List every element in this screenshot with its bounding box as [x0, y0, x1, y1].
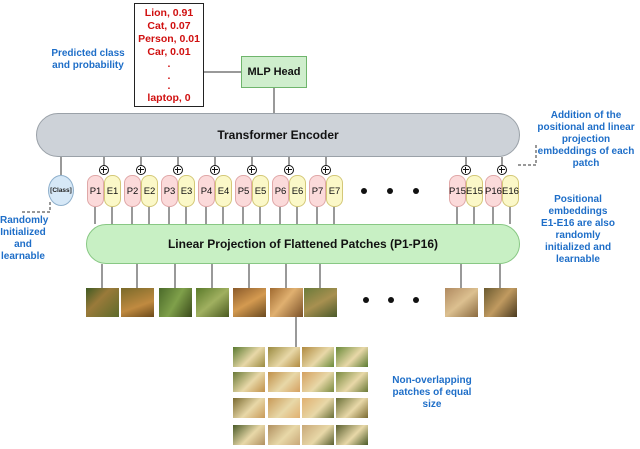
image-patch	[86, 288, 119, 317]
ellipsis-dot	[413, 297, 419, 303]
grid-patch	[336, 398, 368, 418]
grid-patch	[268, 347, 300, 367]
ellipsis-dot	[387, 188, 393, 194]
grid-patch	[302, 425, 334, 445]
prediction-dot: .	[167, 80, 171, 92]
grid-patch	[336, 372, 368, 392]
embedding-token: E16	[502, 175, 519, 207]
prediction-laptop: laptop, 0	[147, 92, 191, 104]
ellipsis-dot	[361, 188, 367, 194]
ellipsis-dot	[363, 297, 369, 303]
ellipsis-dot	[413, 188, 419, 194]
plus-icon	[497, 165, 507, 175]
prediction-lion: Lion, 0.91	[144, 7, 194, 19]
grid-patch	[268, 425, 300, 445]
patch-token: P4	[198, 175, 215, 207]
patch-token: P2	[124, 175, 141, 207]
grid-patch	[336, 347, 368, 367]
plus-icon	[321, 165, 331, 175]
ellipsis-dot	[388, 297, 394, 303]
addition-annotation: Addition of the positional and linear pr…	[537, 110, 635, 169]
grid-patch	[302, 398, 334, 418]
embedding-token: E2	[141, 175, 158, 207]
positional-annotation: Positional embeddings E1-E16 are also ra…	[541, 194, 615, 265]
grid-patch	[268, 372, 300, 392]
plus-icon	[136, 165, 146, 175]
predicted-class-label: Predicted class and probability	[51, 48, 125, 71]
random-annotation: Randomly Initialized and learnable	[0, 215, 49, 262]
embedding-token: E6	[289, 175, 306, 207]
prediction-cat: Cat, 0.07	[147, 20, 191, 32]
image-patch	[233, 288, 266, 317]
plus-icon	[247, 165, 257, 175]
patch-token: P6	[272, 175, 289, 207]
patch-token: P1	[87, 175, 104, 207]
image-patch	[196, 288, 229, 317]
patch-token: P16	[485, 175, 502, 207]
prediction-dot: .	[167, 70, 171, 82]
grid-patch	[233, 398, 265, 418]
grid-patch	[268, 398, 300, 418]
mlp-head: MLP Head	[241, 56, 307, 88]
transformer-encoder: Transformer Encoder	[36, 113, 520, 157]
grid-patch	[336, 425, 368, 445]
plus-icon	[99, 165, 109, 175]
grid-patch	[233, 372, 265, 392]
plus-icon	[210, 165, 220, 175]
embedding-token: E4	[215, 175, 232, 207]
image-patch	[304, 288, 337, 317]
patch-token: P7	[309, 175, 326, 207]
prediction-car: Car, 0.01	[147, 46, 191, 58]
patch-token: P3	[161, 175, 178, 207]
plus-icon	[173, 165, 183, 175]
image-patch	[445, 288, 478, 317]
grid-patch	[233, 425, 265, 445]
plus-icon	[284, 165, 294, 175]
image-patch	[159, 288, 192, 317]
embedding-token: E5	[252, 175, 269, 207]
grid-patch	[233, 347, 265, 367]
embedding-token: E15	[466, 175, 483, 207]
image-patch	[270, 288, 303, 317]
embedding-token: E7	[326, 175, 343, 207]
class-token: [Class]	[48, 175, 74, 206]
embedding-token: E3	[178, 175, 195, 207]
non-overlapping-annotation: Non-overlapping patches of equal size	[392, 375, 472, 410]
prediction-dot: .	[167, 58, 171, 70]
patch-token: P15	[449, 175, 466, 207]
prediction-box: Lion, 0.91 Cat, 0.07 Person, 0.01 Car, 0…	[134, 3, 204, 107]
embedding-token: E1	[104, 175, 121, 207]
plus-icon	[461, 165, 471, 175]
grid-patch	[302, 347, 334, 367]
grid-patch	[302, 372, 334, 392]
image-patch	[484, 288, 517, 317]
image-patch	[121, 288, 154, 317]
linear-projection: Linear Projection of Flattened Patches (…	[86, 224, 520, 264]
patch-token: P5	[235, 175, 252, 207]
prediction-person: Person, 0.01	[138, 33, 200, 45]
